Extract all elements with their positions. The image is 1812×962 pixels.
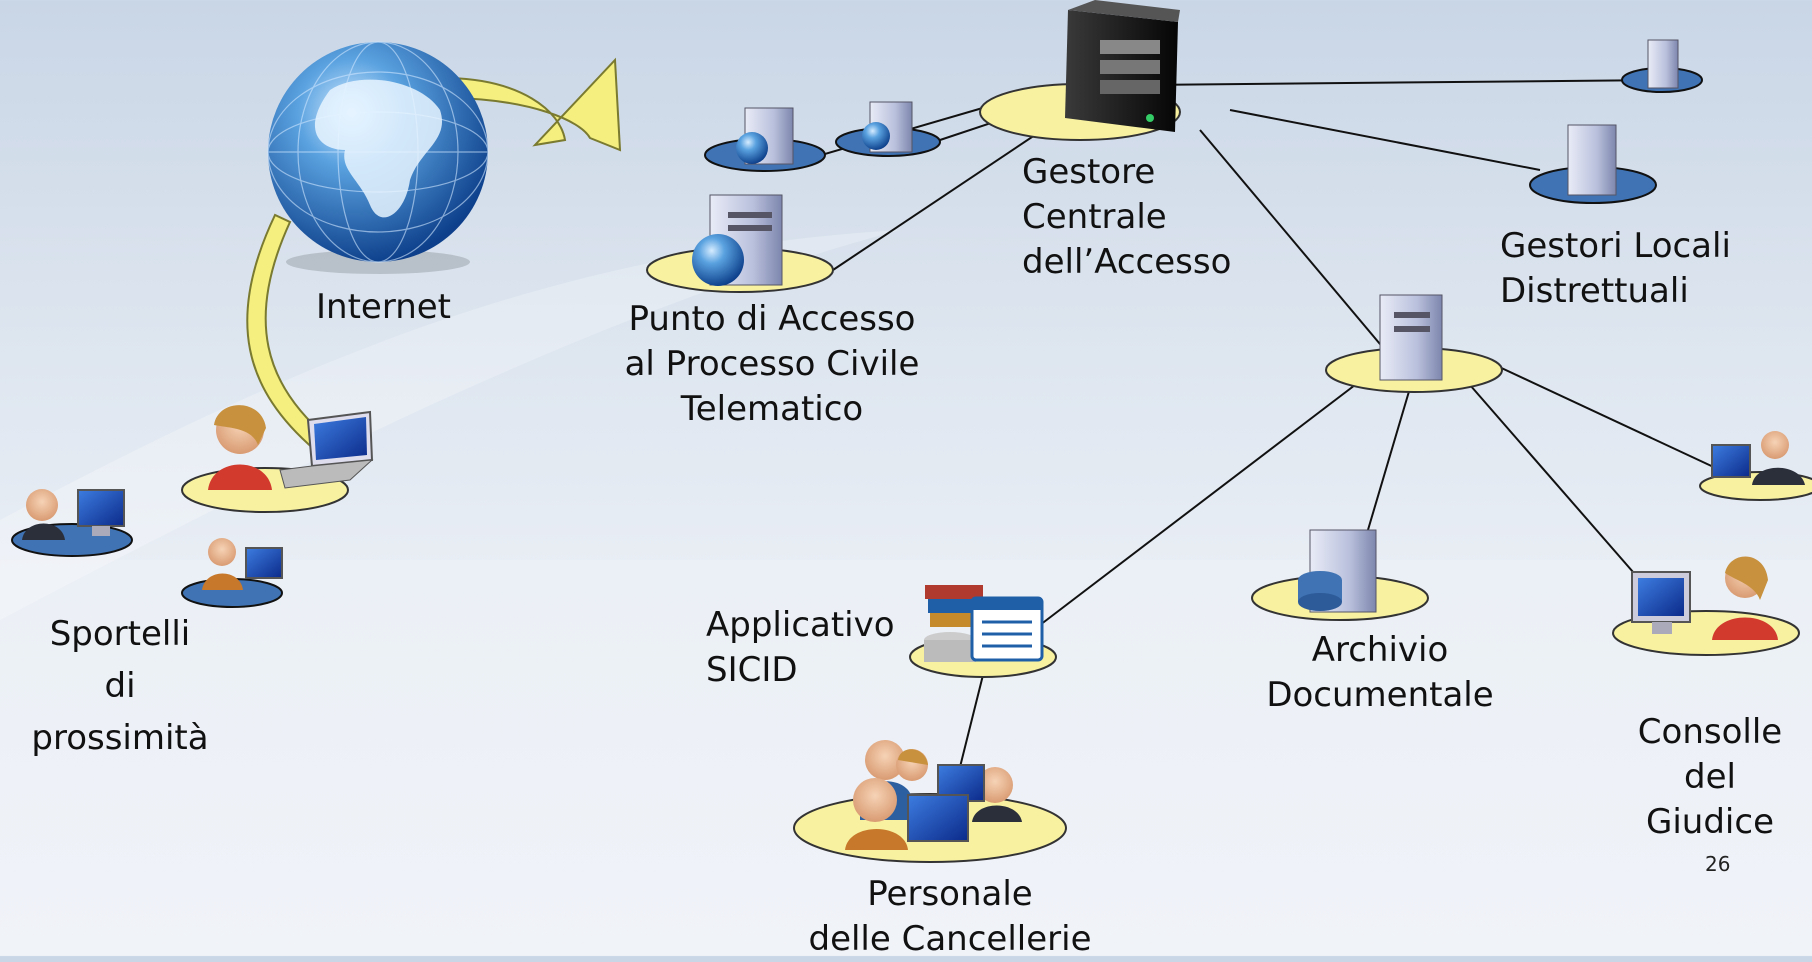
label-line: Sportelli (49, 614, 191, 654)
notebook-user-icon (181, 538, 283, 608)
label-line: Gestori Locali (1500, 226, 1731, 266)
staff-group-icon (793, 740, 1067, 863)
consolle-label: Consolle del Giudice (1610, 710, 1810, 845)
label-line: Distrettuali (1500, 271, 1689, 311)
internet-label: Internet (316, 285, 451, 330)
gestore-centrale-label: Gestore Centrale dell’Accesso (1022, 150, 1231, 285)
personale-label: Personale delle Cancellerie (790, 872, 1110, 962)
label-line: Internet (316, 287, 452, 327)
web-server-icon (835, 101, 941, 157)
label-line: Centrale (1022, 197, 1167, 237)
laptop-user-icon (181, 405, 374, 513)
sportelli-label: Sportelli di prossimità (10, 608, 230, 764)
access-point-server-icon (646, 194, 834, 293)
label-line: Archivio (1311, 630, 1449, 670)
label-line: Gestore (1022, 152, 1156, 192)
label-line: delle Cancellerie (808, 919, 1092, 959)
globe-icon (267, 41, 489, 274)
label-line: Telematico (680, 389, 864, 429)
desktop-user-icon (11, 489, 133, 557)
label-line: del (1684, 757, 1736, 797)
label-line: Documentale (1266, 675, 1494, 715)
local-server-icon (1529, 124, 1657, 204)
applicativo-label: Applicativo SICID (706, 603, 895, 693)
page-number: 26 (1705, 852, 1731, 876)
remote-user-icon (1699, 431, 1812, 501)
application-icon (909, 585, 1057, 678)
label-line: Giudice (1646, 802, 1774, 842)
gestori-locali-label: Gestori Locali Distrettuali (1500, 224, 1731, 314)
judge-console-icon (1612, 556, 1800, 656)
local-server-icon (1621, 39, 1703, 93)
punto-accesso-label: Punto di Accesso al Processo Civile Tele… (612, 297, 932, 432)
web-server-icon (704, 107, 826, 172)
label-line: SICID (706, 650, 798, 690)
label-line: Punto di Accesso (628, 299, 916, 339)
label-line: Personale (867, 874, 1033, 914)
district-server-icon (1325, 294, 1503, 393)
label-line: di (104, 666, 136, 706)
label-line: prossimità (31, 718, 209, 758)
archivio-label: Archivio Documentale (1250, 628, 1510, 718)
central-server-icon (979, 0, 1181, 141)
label-line: dell’Accesso (1022, 242, 1232, 282)
arrow-icon (448, 57, 622, 152)
label-line: al Processo Civile (624, 344, 920, 384)
archive-server-icon (1251, 529, 1429, 621)
label-line: Applicativo (706, 605, 895, 645)
label-line: Consolle (1637, 712, 1783, 752)
